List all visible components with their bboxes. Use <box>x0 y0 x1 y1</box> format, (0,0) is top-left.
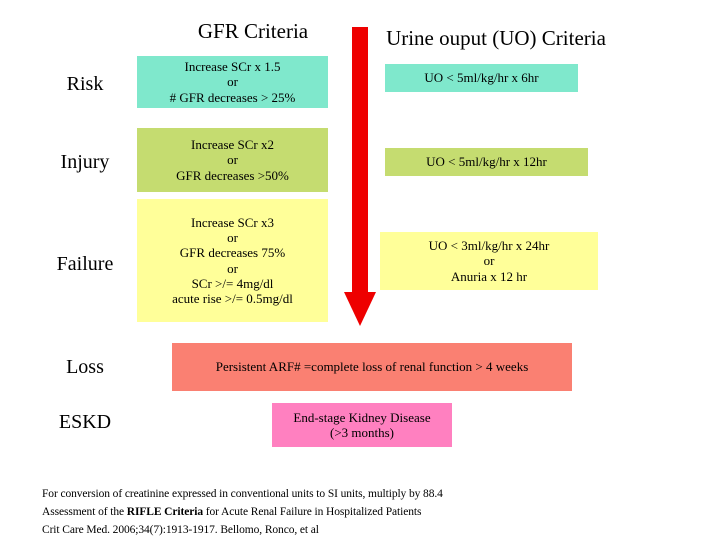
eskd-line-1: End-stage Kidney Disease <box>293 409 431 425</box>
gfr-failure-line-2: or <box>227 229 238 245</box>
gfr-failure-line-5: SCr >/= 4mg/dl <box>191 275 274 291</box>
stage-label-loss: Loss <box>66 356 104 378</box>
gfr-criteria-box-failure: Increase SCr x3 or GFR decreases 75% or … <box>137 199 328 322</box>
gfr-failure-line-4: or <box>227 260 238 276</box>
arrow-shaft <box>352 27 368 295</box>
footnote-line-1: For conversion of creatinine expressed i… <box>42 488 443 500</box>
uo-failure-line-2: or <box>483 253 495 269</box>
gfr-failure-line-1: Increase SCr x3 <box>190 214 275 230</box>
uo-criteria-box-failure: UO < 3ml/kg/hr x 24hr or Anuria x 12 hr <box>380 232 598 290</box>
stage-label-injury: Injury <box>60 151 110 173</box>
outcome-box-loss: Persistent ARF# =complete loss of renal … <box>172 343 572 391</box>
gfr-criteria-box-injury: Increase SCr x2 or GFR decreases >50% <box>137 128 328 192</box>
arrow-head <box>344 292 376 326</box>
urine-output-criteria-title: Urine ouput (UO) Criteria <box>386 26 606 50</box>
stage-label-eskd: ESKD <box>58 411 112 433</box>
uo-failure-line-3: Anuria x 12 hr <box>450 268 528 284</box>
eskd-line-2: (>3 months) <box>329 425 395 440</box>
footnote-line-2: Assessment of the RIFLE Criteria for Acu… <box>42 504 702 522</box>
gfr-failure-line-3: GFR decreases 75% <box>179 245 286 261</box>
stage-label-failure: Failure <box>56 253 114 275</box>
gfr-risk-line-2: or <box>227 74 238 90</box>
gfr-injury-line-3: GFR decreases >50% <box>176 167 289 183</box>
gfr-failure-line-6: acute rise >/= 0.5mg/dl <box>172 291 293 307</box>
footnote-line-2-pre: Assessment of the <box>42 505 127 518</box>
uo-risk-line-1: UO < 5ml/kg/hr x 6hr <box>424 70 539 86</box>
loss-text: Persistent ARF# =complete loss of renal … <box>215 359 529 375</box>
arrow-svg <box>344 27 376 326</box>
uo-injury-line-1: UO < 5ml/kg/hr x 12hr <box>426 154 547 170</box>
gfr-injury-line-1: Increase SCr x2 <box>190 137 275 152</box>
gfr-risk-line-3: # GFR decreases > 25% <box>169 89 296 105</box>
footnote-citation: For conversion of creatinine expressed i… <box>42 486 702 539</box>
gfr-injury-line-2: or <box>227 152 238 168</box>
stage-label-risk: Risk <box>66 73 104 95</box>
gfr-risk-line-1: Increase SCr x 1.5 <box>184 59 281 74</box>
red-down-arrow-icon <box>343 27 377 327</box>
uo-criteria-box-risk: UO < 5ml/kg/hr x 6hr <box>385 64 578 92</box>
gfr-criteria-title: GFR Criteria <box>197 19 309 43</box>
footnote-line-2-post: for Acute Renal Failure in Hospitalized … <box>202 505 422 518</box>
uo-failure-line-1: UO < 3ml/kg/hr x 24hr <box>428 238 550 253</box>
gfr-criteria-box-risk: Increase SCr x 1.5 or # GFR decreases > … <box>137 56 328 108</box>
outcome-box-eskd: End-stage Kidney Disease (>3 months) <box>272 403 452 447</box>
footnote-line-3: Crit Care Med. 2006;34(7):1913-1917. Bel… <box>42 523 319 536</box>
footnote-rifle-criteria-bold: RIFLE Criteria <box>126 505 203 518</box>
uo-criteria-box-injury: UO < 5ml/kg/hr x 12hr <box>385 148 588 176</box>
